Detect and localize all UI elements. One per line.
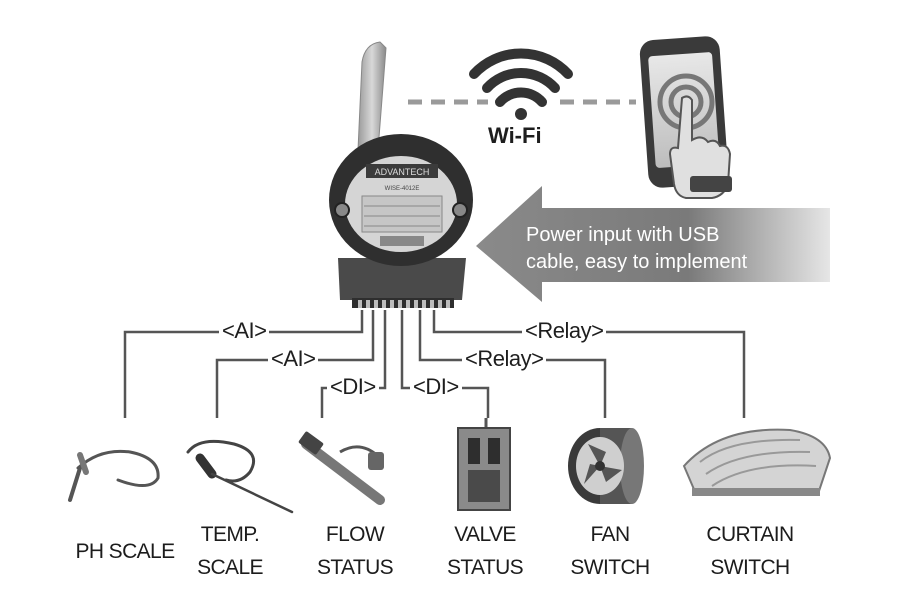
iot-module: ADVANTECH WISE-4012E	[329, 134, 473, 308]
wifi-label: Wi-Fi	[488, 123, 542, 148]
connection-lines	[123, 310, 746, 418]
connection-label-di-2: <DI>	[410, 374, 462, 400]
device-label-ph-scale: PH SCALE	[75, 540, 175, 563]
module-brand: ADVANTECH	[375, 167, 430, 177]
ph-probe-icon	[68, 449, 160, 502]
power-text-line-2: cable, easy to implement	[526, 251, 748, 273]
terminal-block	[358, 300, 450, 308]
connection-label-ai-2: <AI>	[268, 346, 319, 372]
module-model: WISE-4012E	[385, 186, 420, 192]
connection-label-di-1: <DI>	[327, 374, 379, 400]
device-label-flow-status: FLOW STATUS	[316, 523, 394, 579]
connection-label-ai-1: <AI>	[219, 318, 270, 344]
line-flow-status	[320, 310, 387, 418]
device-label-temp-scale: TEMP. SCALE	[197, 523, 263, 579]
fan-icon	[568, 428, 644, 504]
connection-label-relay-1: <Relay>	[522, 318, 607, 344]
power-arrow	[476, 186, 830, 302]
power-input-text: Power input with USB cable, easy to impl…	[526, 222, 747, 276]
hand-icon	[668, 95, 732, 199]
curtain-greenhouse-icon	[682, 428, 832, 496]
device-label-fan-switch: FAN SWITCH	[570, 523, 650, 579]
power-text-line-1: Power input with USB	[526, 224, 720, 246]
temperature-probe-icon	[186, 439, 294, 514]
device-label-curtain-switch: CURTAIN SWITCH	[706, 523, 794, 579]
wifi-icon	[469, 48, 573, 120]
flow-sensor-icon	[298, 431, 385, 505]
valve-icon	[457, 418, 511, 511]
device-label-valve-status: VALVE STATUS	[446, 523, 524, 579]
connection-label-relay-2: <Relay>	[462, 346, 547, 372]
antenna	[357, 41, 387, 151]
